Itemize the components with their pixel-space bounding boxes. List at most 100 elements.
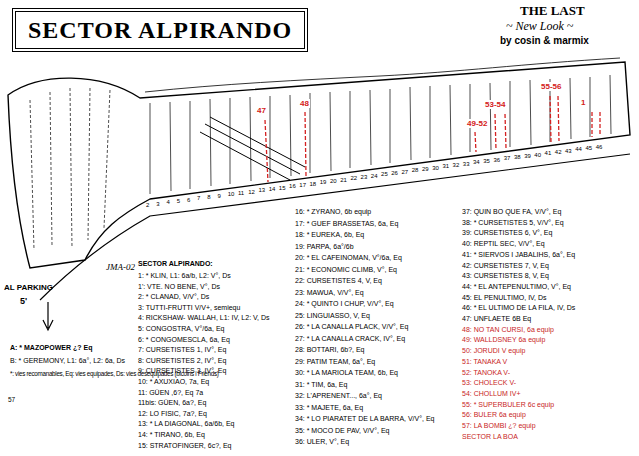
credit-text: ~ New Look ~ <box>506 19 573 34</box>
route-number: 3 <box>156 201 159 208</box>
route-lines <box>30 88 110 250</box>
route-entry: 23: MAWUA, V/V°, Eq <box>295 288 364 297</box>
route-entry: 28: BOTTARI, 6b?, Eq <box>295 345 365 354</box>
legend-note: 57 <box>8 396 133 405</box>
route-entry: 3: TUTTI-FRUTTI V/V+, semiequ <box>138 303 240 312</box>
route-number: 1 <box>580 98 586 107</box>
route-entry: 30: * LA MARIOLA TEAM, 6b, Eq <box>295 368 398 377</box>
ramp-hatching <box>200 117 305 180</box>
route-entry: 46: * EL ULTIMO DE LA FILA, IV, Ds <box>462 303 575 312</box>
route-number: 13 <box>258 187 265 194</box>
route-number: 24 <box>371 173 378 180</box>
route-entry: 47: UNFLAETE 6B Eq <box>462 314 531 323</box>
route-number: 28 <box>412 167 419 174</box>
sector-heading: SECTOR ALPIRANDO: <box>138 259 213 268</box>
route-entry: 43: CURSETISTES 8, V, Eq <box>462 271 549 280</box>
route-entry: 56: BULER 6a equip <box>462 410 526 419</box>
route-number: 49-52 <box>466 119 488 128</box>
route-entry: 4: RICKSHAW- WALLAH, L1: IV, L2: V, Ds <box>138 313 270 322</box>
route-number: 33 <box>463 161 470 168</box>
sector-heading: A: * MAZOPOWER ¿? Eq <box>10 343 92 352</box>
route-entry: 33: * MAJETE, 6a, Eq <box>295 403 363 412</box>
route-entry: 48: NO TAN CURSI, 6a equip <box>462 325 554 334</box>
route-number: 27 <box>402 169 409 176</box>
route-number: 29 <box>422 166 429 173</box>
route-entry: 50: JORUDI V equip <box>462 346 525 355</box>
route-entry: 1: * KLIN, L1: 6a/b, L2: V°, Ds <box>138 271 231 280</box>
route-entry: 37: QUIN BO QUE FA, V/V°, Eq <box>462 207 561 216</box>
route-entry: 41: * SIERVOS I JABALIHS, 6a°, Eq <box>462 250 575 259</box>
direction-label: AL PARKING <box>4 283 53 292</box>
route-number: 44 <box>575 146 582 153</box>
route-entry: 6: * CONGOMESCLA, 6a, Eq <box>138 335 230 344</box>
route-entry: 11bis: GÜEN, 6a?, Eq <box>138 398 206 407</box>
route-number: 7 <box>197 195 200 202</box>
route-number: 36 <box>493 157 500 164</box>
route-number: 23 <box>361 174 368 181</box>
route-number: 20 <box>330 178 337 185</box>
route-entry: 44: * EL ANTEPENULTIMO, V°, Eq <box>462 282 571 291</box>
route-entry: 38: * CURSETISTES 5, V/V°, Eq <box>462 218 564 227</box>
route-entry: 12: LO FISIC, 7a?, Eq <box>138 409 207 418</box>
route-entry: 52: TANOKA V- <box>462 368 510 377</box>
route-entry: 54: CHOLLUM IV+ <box>462 389 521 398</box>
route-entry: 34: * LO PIARATET DE LA BARRA, V/V°, Eq <box>295 414 434 423</box>
route-entry: 18: * EUREKA, 6b, Eq <box>295 230 364 239</box>
route-entry: 45: EL PENULTIMO, IV, Ds <box>462 293 547 302</box>
route-number: 35 <box>483 158 490 165</box>
route-entry: *: vies recomanables, Eq: vies equipades… <box>10 369 219 378</box>
route-entry: 21: * ECONOMIC CLIMB, V°, Eq <box>295 265 397 274</box>
route-number: 32 <box>453 162 460 169</box>
route-number: 8 <box>207 194 210 201</box>
route-number: 39 <box>524 153 531 160</box>
route-entry: 53: CHOLECK V- <box>462 378 516 387</box>
route-number: 5 <box>177 198 180 205</box>
route-number: 9 <box>218 193 221 200</box>
route-entry: 11: GÜEN ,6?, Eq 7a <box>138 388 203 397</box>
route-entry: 57: LA BOMBI ¿? equip <box>462 421 536 430</box>
route-entry: 35: * MOCO DE PAV, V/V°, Eq <box>295 426 389 435</box>
route-entry: 25: LINGUIASSO, V, Eq <box>295 311 370 320</box>
route-entry: 5: CONGOSTRA, V°/6a, Eq <box>138 324 224 333</box>
route-number: 40 <box>534 152 541 159</box>
route-number: 25 <box>381 171 388 178</box>
route-entry: 2: * CLANAD, V/V°, Ds <box>138 292 209 301</box>
route-number: 41 <box>545 150 552 157</box>
cliff-crest <box>145 58 620 92</box>
route-number: 42 <box>555 149 562 156</box>
route-number: 19 <box>320 179 327 186</box>
route-entry: SECTOR LA BOA <box>462 432 518 441</box>
route-number: 53-54 <box>484 100 506 109</box>
route-entry: 26: * LA CANALLA PLACK, V/V°, Eq <box>295 322 408 331</box>
route-entry: 31: * TIM, 6a, Eq <box>295 380 347 389</box>
route-number: 11 <box>238 190 244 197</box>
route-number: 26 <box>391 170 398 177</box>
route-number: 38 <box>514 154 521 161</box>
route-number: 12 <box>248 189 255 196</box>
route-entry: 51: TANAKA V <box>462 357 507 366</box>
route-number: 46 <box>596 144 603 151</box>
route-entry: 29: PATIM TEAM, 6a°, Eq <box>295 357 375 366</box>
route-number: 37 <box>504 155 511 162</box>
route-number: 55-56 <box>540 82 562 91</box>
route-entry: 55: * SUPERBULER 6c equip <box>462 400 554 409</box>
route-number: 16 <box>289 183 296 190</box>
route-entry: 36: ULER, V°, Eq <box>295 437 349 446</box>
sector-title: SECTOR ALPIRANDO <box>12 8 308 52</box>
credit-text: by cosin & marmix <box>500 35 589 46</box>
route-entry: 22: CURSETISTES 4, V, Eq <box>295 276 382 285</box>
parking-arrow <box>43 302 53 330</box>
route-entry: 15: STRATOFINGER, 6c?, Eq <box>138 441 232 450</box>
route-entry: 8: CURSETISTES 2, IV°, Eq <box>138 356 226 365</box>
route-number: 6 <box>187 197 190 204</box>
route-entry: B: * GEREMONY, L1: 6a°, L2: 6a, Ds <box>10 356 125 365</box>
route-entry: 42: CURSETISTES 7, V, Eq <box>462 261 549 270</box>
route-entry: 19: PARPA, 6a°/6b <box>295 242 354 251</box>
route-entry: 40: REPTIL SEC, V/V°, Eq <box>462 239 545 248</box>
route-number: 22 <box>350 175 357 182</box>
route-entry: 27: * LA CANALLA CRACK, IV°, Eq <box>295 334 405 343</box>
cliff-outline <box>8 62 630 268</box>
new-route-lines <box>265 96 600 182</box>
route-number: 4 <box>166 199 169 206</box>
